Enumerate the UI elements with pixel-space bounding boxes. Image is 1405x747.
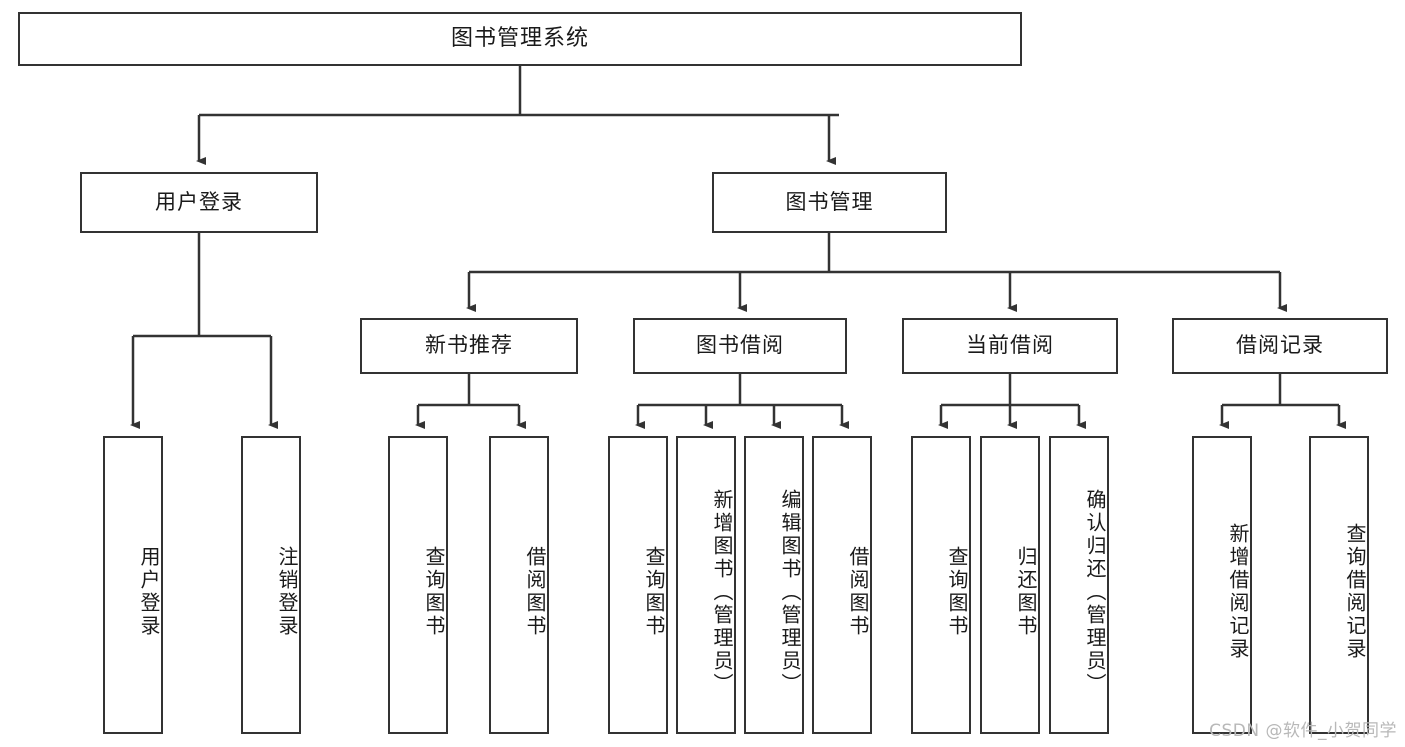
node-label: 归还图书	[1014, 546, 1038, 638]
leaf-current-borrow-return[interactable]: 归还图书	[980, 436, 1040, 734]
node-label: 注销登录	[275, 546, 299, 638]
node-borrow-record[interactable]: 借阅记录	[1172, 318, 1388, 374]
node-label: 编辑图书（管理员）	[778, 488, 802, 696]
leaf-borrow-record-add[interactable]: 新增借阅记录	[1192, 436, 1252, 734]
node-new-book-recommend[interactable]: 新书推荐	[360, 318, 578, 374]
node-label: 查询借阅记录	[1343, 523, 1367, 661]
leaf-new-book-borrow[interactable]: 借阅图书	[489, 436, 549, 734]
leaf-book-borrow-edit[interactable]: 编辑图书（管理员）	[744, 436, 804, 734]
node-label: 图书管理系统	[450, 25, 589, 51]
leaf-user-login-login[interactable]: 用户登录	[103, 436, 163, 734]
node-label: 新增借阅记录	[1226, 523, 1250, 661]
node-book-management[interactable]: 图书管理	[712, 172, 947, 233]
node-label: 当前借阅	[966, 333, 1054, 358]
leaf-book-borrow-query[interactable]: 查询图书	[608, 436, 668, 734]
leaf-borrow-record-query[interactable]: 查询借阅记录	[1309, 436, 1369, 734]
node-label: 用户登录	[137, 546, 161, 638]
node-label: 图书管理	[785, 189, 874, 214]
node-label: 确认归还（管理员）	[1083, 488, 1107, 696]
node-label: 查询图书	[945, 546, 969, 638]
watermark: CSDN @软件_小贺同学	[1209, 721, 1397, 741]
node-label: 用户登录	[155, 189, 243, 214]
leaf-new-book-query[interactable]: 查询图书	[388, 436, 448, 734]
leaf-current-borrow-confirm-return[interactable]: 确认归还（管理员）	[1049, 436, 1109, 734]
node-current-borrow[interactable]: 当前借阅	[902, 318, 1118, 374]
node-label: 借阅图书	[523, 546, 547, 638]
node-user-login[interactable]: 用户登录	[80, 172, 318, 233]
node-label: 图书借阅	[696, 333, 784, 358]
leaf-user-login-logout[interactable]: 注销登录	[241, 436, 301, 734]
node-label: 新增图书（管理员）	[710, 488, 734, 696]
node-root-book-management-system[interactable]: 图书管理系统	[18, 12, 1022, 66]
node-label: 借阅图书	[846, 546, 870, 638]
leaf-current-borrow-query[interactable]: 查询图书	[911, 436, 971, 734]
leaf-book-borrow-borrow[interactable]: 借阅图书	[812, 436, 872, 734]
node-book-borrow[interactable]: 图书借阅	[633, 318, 847, 374]
node-label: 借阅记录	[1236, 333, 1324, 358]
leaf-book-borrow-add[interactable]: 新增图书（管理员）	[676, 436, 736, 734]
node-label: 新书推荐	[425, 333, 513, 358]
node-label: 查询图书	[642, 546, 666, 638]
node-label: 查询图书	[422, 546, 446, 638]
